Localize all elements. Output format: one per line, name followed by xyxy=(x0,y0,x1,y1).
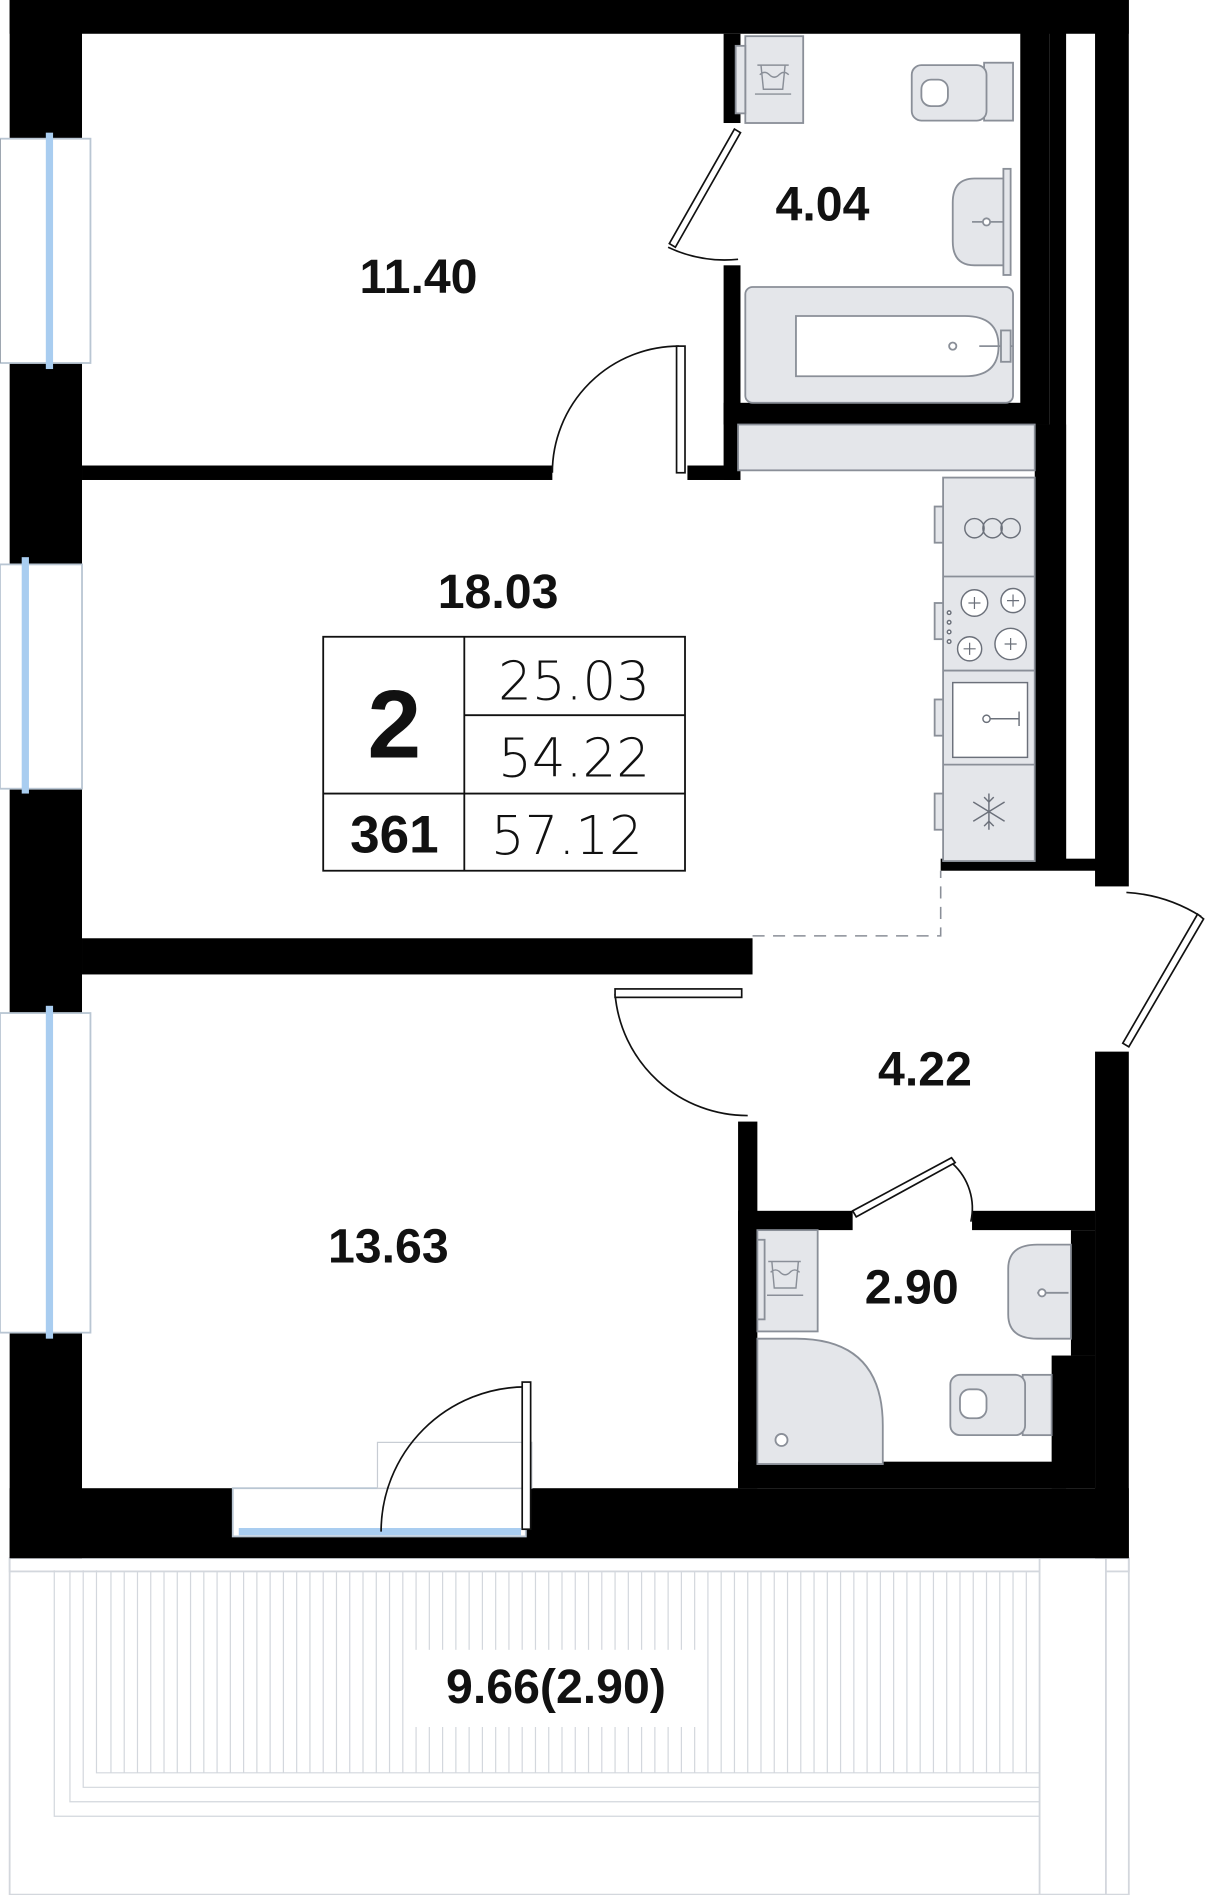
cooktop-icon xyxy=(946,587,1028,662)
door-main-bathroom xyxy=(667,127,742,261)
area-balcony: 9.66(2.90) xyxy=(446,1660,666,1714)
door-entrance xyxy=(1121,891,1205,1048)
area-bedroom-bottom: 13.63 xyxy=(328,1220,449,1274)
apartment-info-box: 2 361 25.03 54.22 57.12 xyxy=(322,635,686,872)
toilet-small-icon xyxy=(949,1373,1053,1437)
door-balcony xyxy=(380,1381,532,1532)
washing-machine-small-icon xyxy=(756,1229,819,1333)
area-hallway: 4.22 xyxy=(878,1042,972,1096)
kitchen-counter xyxy=(737,423,1036,862)
kitchen-sink-icon xyxy=(952,681,1029,759)
bathtub-icon xyxy=(744,286,1014,404)
refrigerator-snowflake-icon xyxy=(972,793,1005,830)
balcony-door-window xyxy=(231,1441,533,1538)
area-kitchen-living: 18.03 xyxy=(438,565,559,619)
total-area: 54.22 xyxy=(498,728,650,790)
window-middle-left xyxy=(0,557,83,794)
windows xyxy=(0,132,533,1538)
toilet-icon xyxy=(910,61,1014,122)
door-top-bedroom xyxy=(551,345,686,474)
balcony xyxy=(8,1557,1130,1895)
living-area: 25.03 xyxy=(498,650,650,712)
window-top-left xyxy=(0,132,92,370)
area-bathroom-small: 2.90 xyxy=(865,1261,959,1315)
area-bathroom-main: 4.04 xyxy=(776,178,870,232)
washing-machine-icon xyxy=(734,35,805,124)
total-with-balcony: 57.12 xyxy=(491,805,643,867)
kitchen-hood-icon xyxy=(964,517,1021,539)
window-bottom-left xyxy=(0,1005,92,1339)
rooms-count: 2 xyxy=(368,671,422,778)
zone-divider-dashed xyxy=(752,870,942,937)
doors xyxy=(380,127,1205,1532)
washbasin-icon xyxy=(951,167,1012,276)
room-labels: 11.40 4.04 18.03 13.63 4.22 2.90 9.66(2.… xyxy=(328,178,972,1714)
area-bedroom-top: 11.40 xyxy=(359,250,477,304)
shower-icon xyxy=(756,1337,884,1465)
balcony-slats xyxy=(110,1571,1027,1773)
door-bottom-bedroom xyxy=(614,988,748,1117)
door-small-bathroom xyxy=(851,1156,974,1222)
washbasin-small-icon xyxy=(1007,1243,1072,1340)
apartment-number: 361 xyxy=(350,806,439,865)
